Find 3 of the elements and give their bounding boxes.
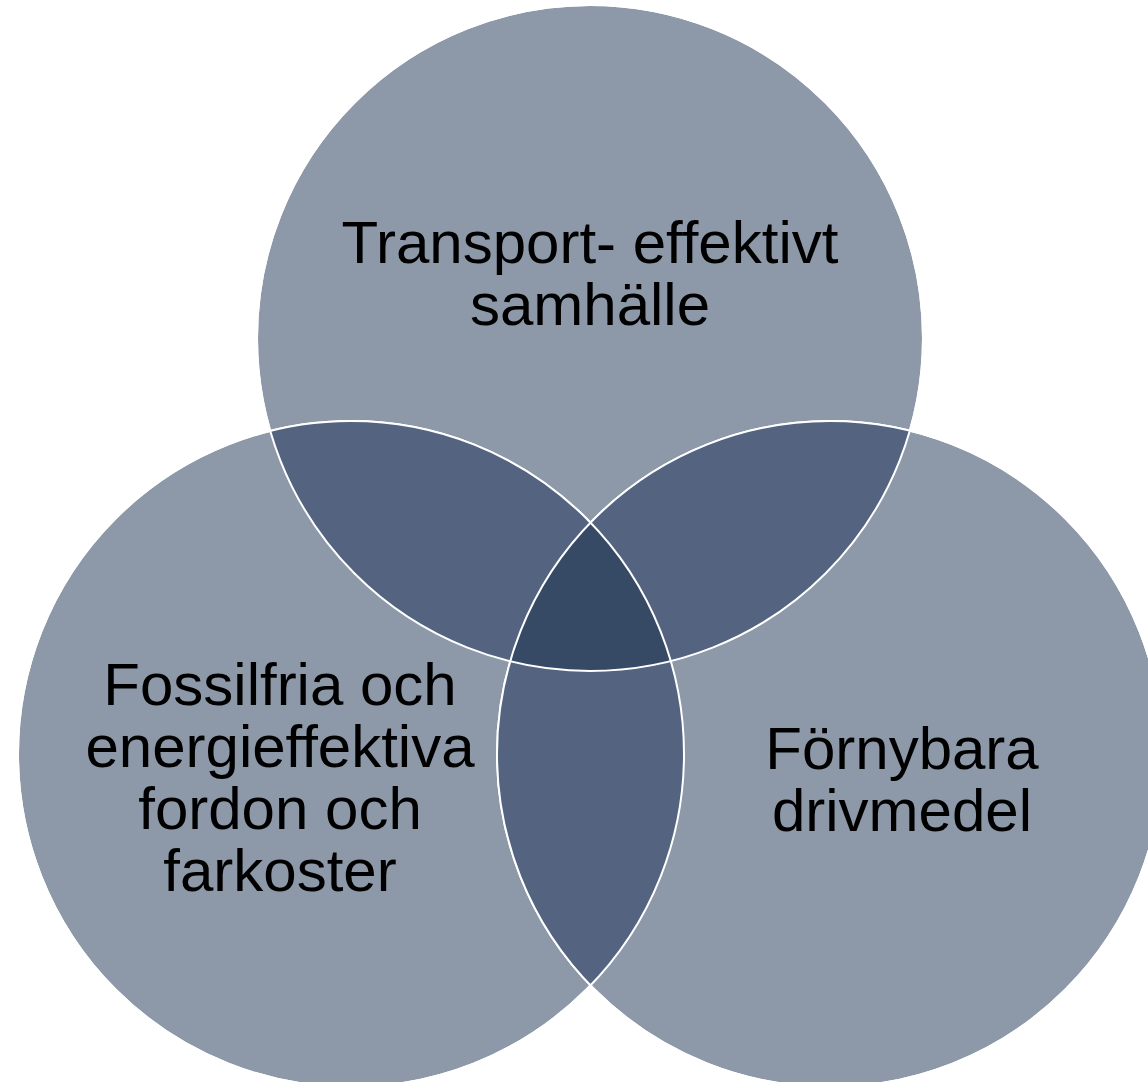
circle-label: Förnybara drivmedel [764,718,1040,842]
circle-label: Transport- effektivt samhälle [340,212,840,336]
circle-label: Fossilfria och energieffektiva fordon och farkoster [84,654,476,902]
